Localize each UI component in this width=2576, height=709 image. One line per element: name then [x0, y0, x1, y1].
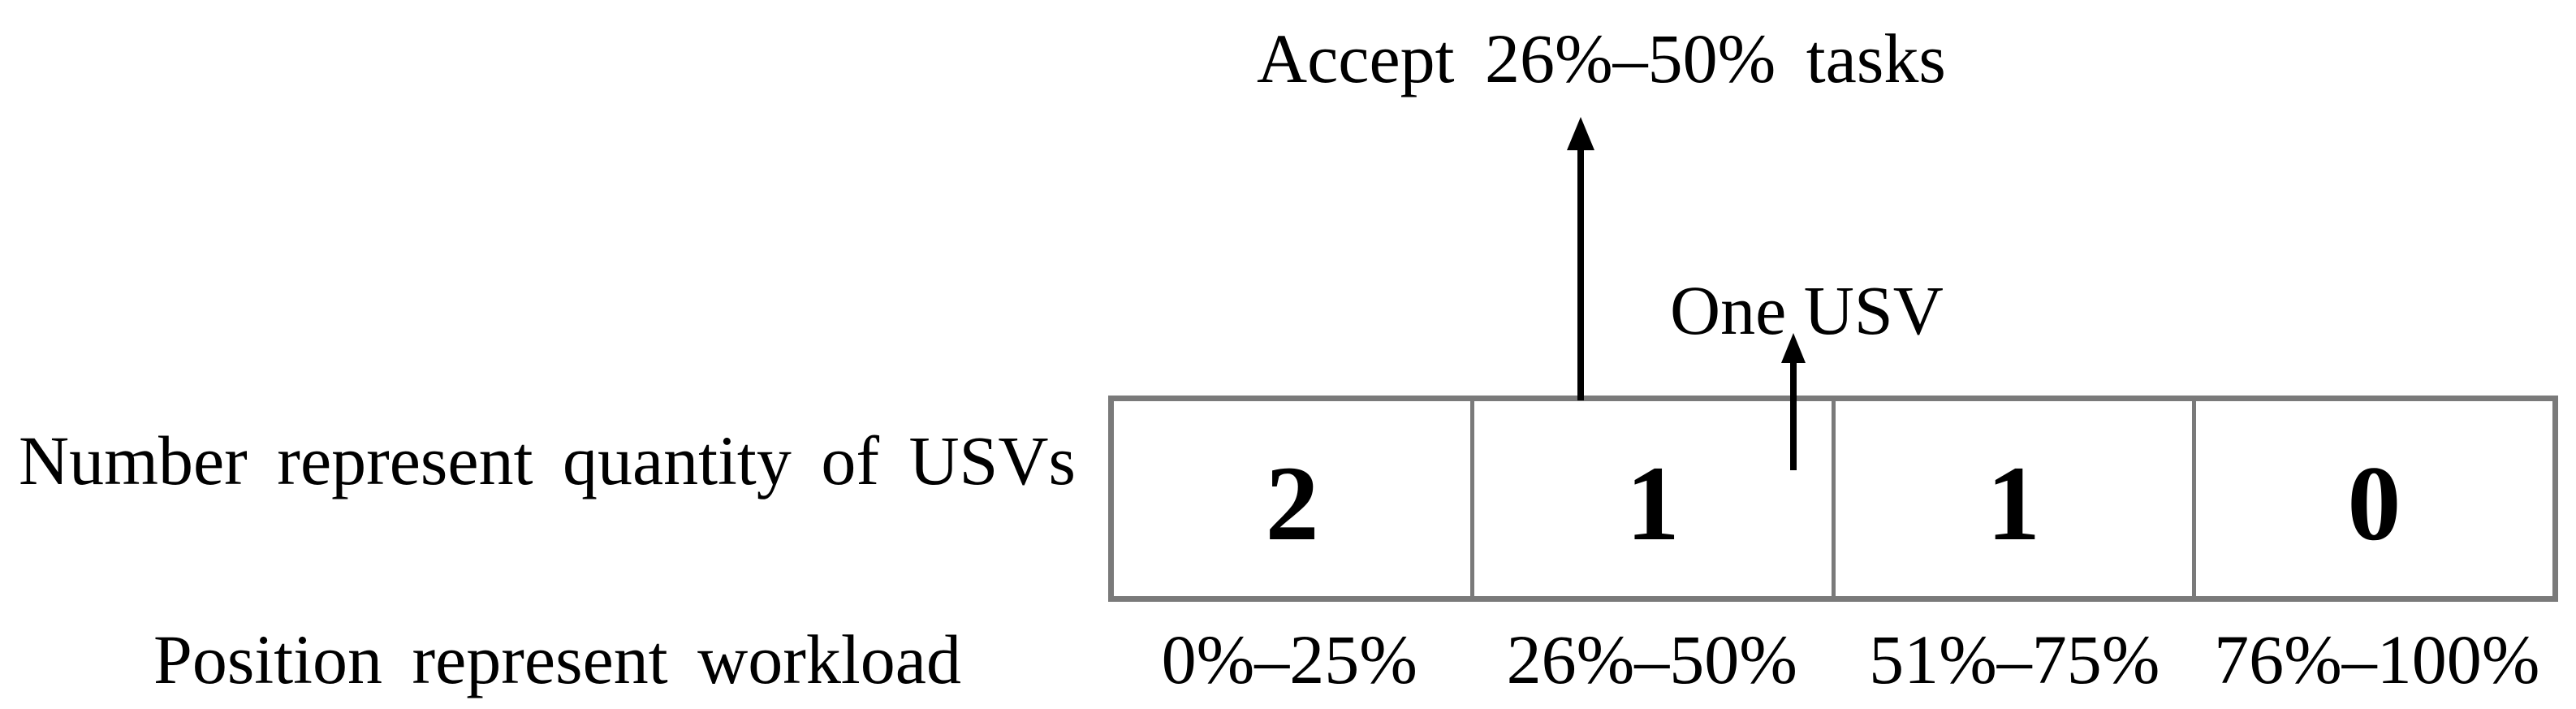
one-usv-up-arrow-icon	[1781, 333, 1806, 470]
table-cell-workload-26-50: 1	[1470, 401, 1831, 596]
usv-count-value: 2	[1265, 443, 1319, 563]
table-cell-workload-76-100: 0	[2191, 401, 2552, 596]
caption-quantity-of-usvs: Number represent quantity of USVs	[19, 422, 1076, 499]
table-cell-workload-0-25: 2	[1114, 401, 1470, 596]
workload-range-labels: 0%–25% 26%–50% 51%–75% 76%–100%	[1108, 618, 2558, 702]
usv-count-value: 1	[1625, 443, 1680, 563]
workload-range-label: 51%–75%	[1869, 620, 2160, 698]
annotation-one-usv: One USV	[1670, 271, 1944, 349]
annotation-accept-tasks: Accept 26%–50% tasks	[1257, 19, 1946, 97]
caption-position-workload: Position represent workload	[153, 620, 961, 698]
usv-count-value: 1	[1987, 443, 2041, 563]
usv-quantity-table: 2 1 1 0	[1108, 396, 2558, 602]
arrowhead	[1781, 333, 1806, 363]
table-cell-workload-51-75: 1	[1831, 401, 2192, 596]
arrowhead	[1567, 117, 1594, 150]
accept-tasks-up-arrow-icon	[1567, 117, 1594, 400]
workload-range-label: 0%–25%	[1161, 620, 1417, 698]
usv-count-value: 0	[2347, 443, 2401, 563]
workload-range-label: 76%–100%	[2214, 620, 2540, 698]
workload-range-label: 26%–50%	[1506, 620, 1797, 698]
